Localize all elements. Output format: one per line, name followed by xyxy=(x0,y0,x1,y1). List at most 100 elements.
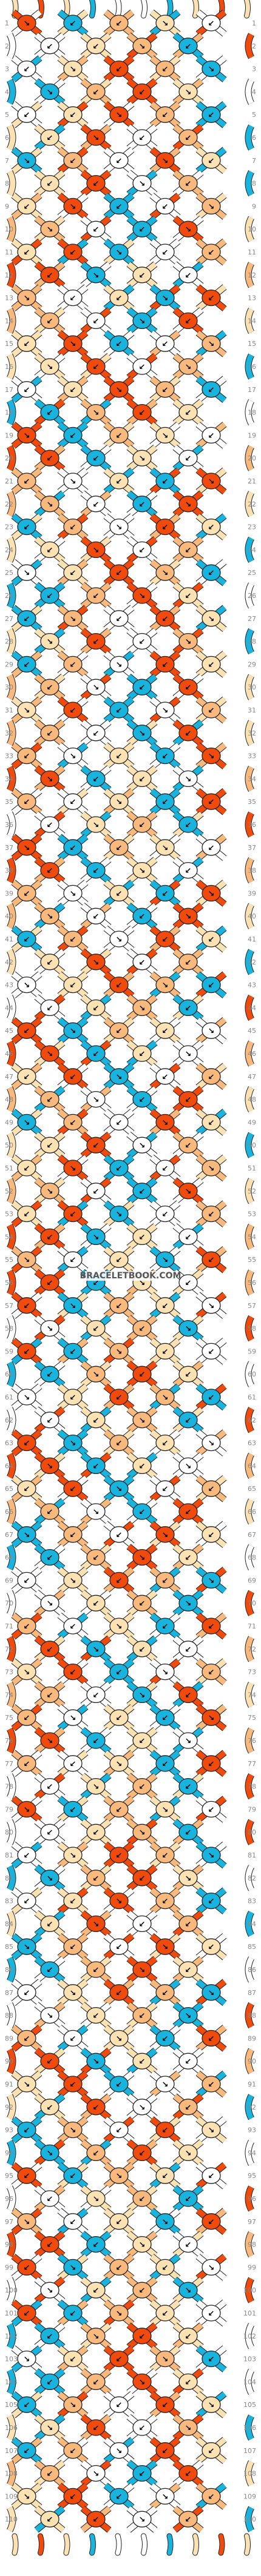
row-label: 20 xyxy=(5,454,13,462)
knot-arrow-icon: ↙ xyxy=(208,2492,215,2501)
knot-arrow-icon: ↘ xyxy=(47,500,53,510)
knot xyxy=(86,1045,106,1062)
knot-arrow-icon: ↙ xyxy=(185,454,192,463)
knot xyxy=(202,1389,221,1406)
knot-arrow-icon: ↙ xyxy=(162,65,169,75)
knot xyxy=(17,1480,36,1497)
knot-arrow-icon: ↘ xyxy=(162,981,169,991)
row-label: 26 xyxy=(5,592,13,600)
row-label: 53 xyxy=(5,1210,13,1218)
knot-arrow-icon: ↙ xyxy=(139,2286,146,2295)
knot-arrow-icon: ↙ xyxy=(47,1554,53,1563)
knot-arrow-icon: ↘ xyxy=(208,1027,215,1036)
row-label: 68 xyxy=(5,1554,13,1562)
string-stub xyxy=(64,0,70,18)
row-label: 23 xyxy=(5,523,13,531)
knot-arrow-icon: ↘ xyxy=(162,844,169,853)
knot-arrow-icon: ↘ xyxy=(93,1508,100,1517)
knot-arrow-icon: ↙ xyxy=(24,65,30,75)
knot-arrow-icon: ↘ xyxy=(208,1714,215,1723)
knot xyxy=(202,1526,221,1543)
knot-arrow-icon: ↙ xyxy=(116,431,123,440)
row-label: 100 xyxy=(243,2286,256,2294)
row-label: 77 xyxy=(248,1760,256,1768)
knot xyxy=(86,450,106,466)
knot-arrow-icon: ↙ xyxy=(208,2309,215,2319)
knot-arrow-icon: ↘ xyxy=(24,431,30,440)
knot-arrow-icon: ↙ xyxy=(70,1760,76,1769)
knot-arrow-icon: ↙ xyxy=(24,202,30,211)
knot-arrow-icon: ↘ xyxy=(47,2286,53,2295)
knot-arrow-icon: ↘ xyxy=(70,1576,76,1585)
knot-arrow-icon: ↙ xyxy=(162,1714,169,1723)
row-label: 50 xyxy=(5,1141,13,1149)
knot xyxy=(40,1549,59,1566)
edge-string xyxy=(7,1269,16,1296)
knot-arrow-icon: ↙ xyxy=(208,706,215,715)
row-label: 88 xyxy=(5,2012,13,2020)
edge-string xyxy=(245,491,254,517)
knot-arrow-icon: ↘ xyxy=(208,1302,215,1311)
row-label: 67 xyxy=(5,1531,13,1539)
edge-string xyxy=(7,1132,16,1158)
knot-arrow-icon: ↘ xyxy=(116,1622,123,1632)
knot-arrow-icon: ↙ xyxy=(208,1393,215,1403)
knot xyxy=(178,679,198,695)
knot xyxy=(155,1343,175,1360)
knot-arrow-icon: ↙ xyxy=(139,1050,146,1059)
knot-arrow-icon: ↘ xyxy=(208,1439,215,1449)
row-label: 101 xyxy=(243,2309,256,2317)
knot xyxy=(17,1068,36,1085)
knot xyxy=(178,954,198,971)
knot-arrow-icon: ↙ xyxy=(185,729,192,739)
knot xyxy=(109,1251,129,1268)
edge-string xyxy=(245,537,254,563)
row-label: 31 xyxy=(248,706,256,714)
row-label: 51 xyxy=(5,1164,13,1172)
knot xyxy=(178,1549,198,1566)
knot-arrow-icon: ↘ xyxy=(208,615,215,624)
knot xyxy=(86,1228,106,1246)
row-label: 86 xyxy=(248,1966,256,1974)
row-label: 33 xyxy=(5,752,13,760)
row-label: 87 xyxy=(5,1989,13,1997)
row-label: 22 xyxy=(5,500,13,508)
row-label: 21 xyxy=(5,477,13,485)
knot xyxy=(63,747,83,765)
edge-string xyxy=(7,1498,16,1525)
row-label: 90 xyxy=(5,2057,13,2065)
knot-arrow-icon: ↙ xyxy=(24,1989,30,1998)
knot xyxy=(86,725,106,742)
edge-string xyxy=(7,628,16,654)
knot-arrow-icon: ↘ xyxy=(162,1805,169,1814)
knot-arrow-icon: ↙ xyxy=(47,180,53,189)
edge-string xyxy=(7,262,16,288)
knot xyxy=(40,541,59,559)
knot-arrow-icon: ↘ xyxy=(24,2355,30,2365)
knot-arrow-icon: ↙ xyxy=(24,1164,30,1173)
knot-arrow-icon: ↙ xyxy=(70,1210,76,1220)
knot-arrow-icon: ↘ xyxy=(162,2080,169,2090)
knot-arrow-icon: ↙ xyxy=(208,1210,215,1220)
knot xyxy=(86,816,106,833)
knot-arrow-icon: ↙ xyxy=(162,2401,169,2410)
knot xyxy=(109,1709,129,1726)
knot xyxy=(178,1366,198,1383)
row-label: 6 xyxy=(252,134,256,142)
knot xyxy=(202,15,221,32)
row-label: 98 xyxy=(248,2241,256,2249)
knot-arrow-icon: ↘ xyxy=(162,2355,169,2365)
knot xyxy=(86,358,106,375)
row-label: 46 xyxy=(5,1050,13,1058)
knot xyxy=(40,1457,59,1475)
knot-arrow-icon: ↘ xyxy=(139,2241,146,2250)
knot-arrow-icon: ↙ xyxy=(162,1302,169,1311)
knot xyxy=(132,1503,152,1520)
knot xyxy=(40,1366,59,1383)
knot-arrow-icon: ↘ xyxy=(162,431,169,440)
knot-arrow-icon: ↙ xyxy=(24,1439,30,1449)
row-label: 15 xyxy=(248,340,256,348)
knot xyxy=(202,1022,221,1039)
knot-arrow-icon: ↙ xyxy=(93,225,100,234)
edge-string xyxy=(7,216,16,242)
